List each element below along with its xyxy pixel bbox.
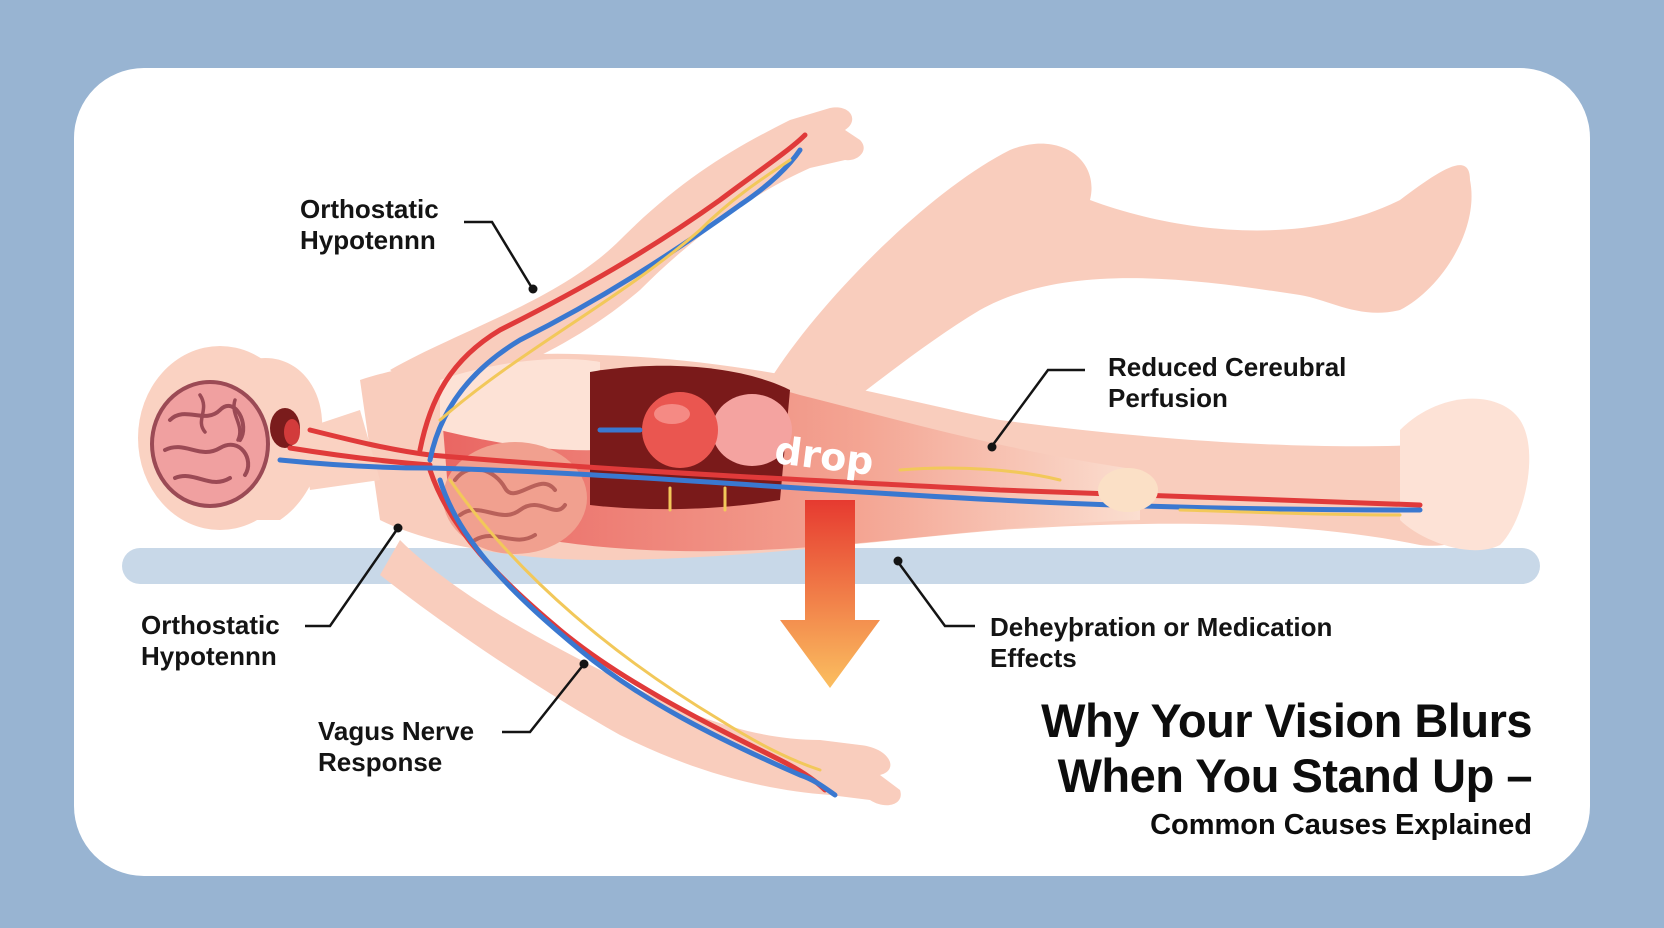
stomach — [712, 394, 792, 466]
infographic-title: Why Your Vision Blurs When You Stand Up … — [1041, 693, 1532, 845]
title-line2: When You Stand Up – — [1057, 749, 1533, 802]
veins — [277, 147, 1423, 798]
tongue — [284, 419, 300, 445]
leader-dehydration — [896, 561, 975, 628]
leader-vagus — [502, 663, 585, 734]
label-dehydration-line2: Effects — [990, 643, 1077, 673]
nerves — [438, 158, 1402, 772]
label-reduced-perfusion-line2: Perfusion — [1108, 383, 1228, 413]
title-line1: Why Your Vision Blurs — [1041, 694, 1532, 747]
brain — [150, 380, 270, 508]
drop-arrow — [780, 500, 880, 688]
raised-leg — [770, 143, 1472, 410]
label-orthostatic-left: Orthostatic Hypotennn — [141, 610, 280, 672]
label-vagus: Vagus Nerve Response — [318, 716, 474, 778]
title-subtitle: Common Causes Explained — [1150, 809, 1532, 841]
label-orthostatic-top: Orthostatic Hypotennn — [300, 194, 439, 256]
label-orthostatic-left-line1: Orthostatic — [141, 610, 280, 640]
leader-orthostatic-top — [464, 220, 534, 289]
knee — [1098, 468, 1158, 512]
label-reduced-perfusion: Reduced Cereubral Perfusion — [1108, 352, 1346, 414]
label-vagus-line1: Vagus Nerve — [318, 716, 475, 746]
lower-arm — [380, 540, 901, 806]
label-orthostatic-top-line2: Hypotennn — [300, 225, 436, 255]
label-dehydration-line1: Deheyþration or Medication — [990, 612, 1333, 642]
label-dehydration: Deheyþration or Medication Effects — [990, 612, 1332, 674]
leader-dots — [393, 284, 997, 669]
leader-orthostatic-left — [305, 527, 400, 628]
foot — [1400, 398, 1530, 551]
chest-area — [440, 359, 600, 451]
label-vagus-line2: Response — [318, 747, 443, 777]
label-orthostatic-left-line2: Hypotennn — [141, 641, 277, 671]
label-reduced-perfusion-line1: Reduced Cereubral — [1108, 352, 1347, 382]
arteries — [287, 132, 1423, 793]
heart — [642, 392, 718, 468]
label-orthostatic-top-line1: Orthostatic — [300, 194, 439, 224]
leader-reduced-perfusion — [990, 368, 1085, 447]
leader-lines — [305, 220, 1085, 734]
